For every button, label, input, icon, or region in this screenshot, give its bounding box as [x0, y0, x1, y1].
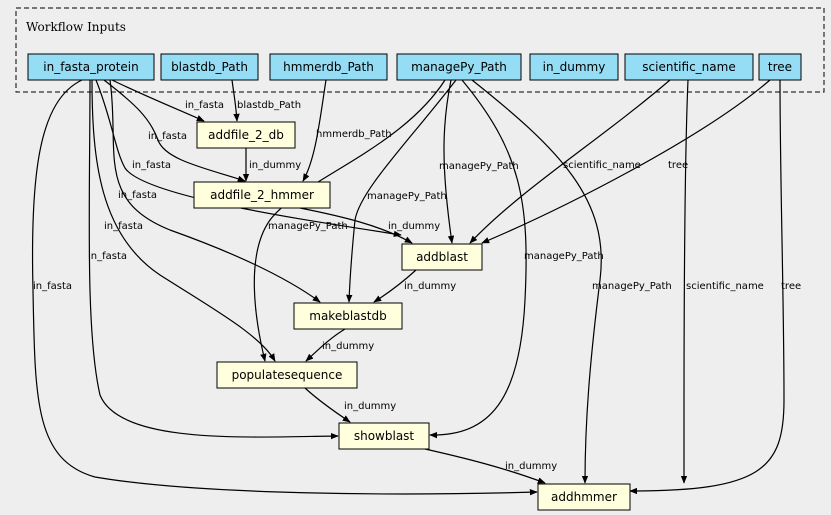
node-label: addhmmer: [551, 490, 617, 504]
input-node-blastdb-Path[interactable]: blastdb_Path: [160, 53, 259, 81]
edge-label: in_fasta: [185, 100, 224, 111]
cluster-label: Workflow Inputs: [26, 20, 126, 34]
node-box[interactable]: [537, 483, 631, 511]
edge-makeblastdb-to-populatesequence: [305, 328, 346, 362]
edge-populatesequence-to-showblast: [304, 387, 351, 423]
node-label: blastdb_Path: [171, 60, 248, 74]
edge-label: scientific_name: [686, 281, 764, 292]
node-label: addfile_2_hmmer: [210, 188, 314, 202]
edge-label: in_fasta: [33, 281, 72, 292]
edge-label: tree: [781, 281, 801, 292]
node-box[interactable]: [196, 121, 296, 149]
node-label: showblast: [354, 429, 415, 443]
edge-label: managePy_Path: [268, 221, 348, 232]
edge-managePy_Path-to-addblast: [443, 79, 455, 244]
edge-managePy_Path-to-showblast: [429, 79, 527, 439]
input-node-scientific-name[interactable]: scientific_name: [624, 53, 754, 81]
edge-managePy_Path-to-populatesequence: [253, 79, 446, 362]
edge-scientific_name-to-addblast: [469, 79, 671, 244]
step-node-addblast[interactable]: addblast: [401, 243, 483, 271]
node-box[interactable]: [396, 53, 522, 81]
input-node-managePy-Path[interactable]: managePy_Path: [396, 53, 522, 81]
node-box[interactable]: [293, 302, 403, 330]
node-box[interactable]: [27, 53, 155, 81]
edge-managePy_Path-to-addhmmer: [471, 79, 602, 484]
node-box[interactable]: [529, 53, 619, 81]
edge-label: managePy_Path: [439, 161, 519, 172]
edge-tree-to-addhmmer: [629, 79, 785, 495]
edge-label: in_fasta: [88, 251, 127, 262]
edge-label: hmmerdb_Path: [316, 129, 392, 140]
edge-in_fasta_protein-to-addfile_2_hmmer: [103, 79, 246, 182]
edge-in_fasta_protein-to-makeblastdb: [109, 79, 321, 303]
edge-label: managePy_Path: [367, 191, 447, 202]
step-node-addfile-2-hmmer[interactable]: addfile_2_hmmer: [193, 181, 331, 209]
edge-label: scientific_name: [563, 160, 641, 171]
node-label: in_dummy: [543, 60, 606, 74]
step-node-addhmmer[interactable]: addhmmer: [537, 483, 631, 511]
edge-in_fasta_protein-to-showblast: [88, 79, 339, 440]
node-box[interactable]: [338, 422, 430, 450]
edge-label: in_dummy: [322, 341, 374, 352]
edge-label: tree: [668, 160, 688, 171]
edge-label: blastdb_Path: [237, 100, 301, 111]
node-box[interactable]: [624, 53, 754, 81]
edge-in_fasta_protein-to-populatesequence: [91, 79, 276, 362]
input-node-in-dummy[interactable]: in_dummy: [529, 53, 619, 81]
input-node-tree[interactable]: tree: [758, 53, 802, 81]
node-box[interactable]: [193, 181, 331, 209]
node-label: hmmerdb_Path: [283, 60, 374, 74]
edge-label: managePy_Path: [524, 251, 604, 262]
input-node-in-fasta-protein[interactable]: in_fasta_protein: [27, 53, 155, 81]
edge-managePy_Path-to-makeblastdb: [346, 79, 457, 303]
edge-labels-layer: in_fasta blastdb_Path in_fasta in_dummy hmme…: [33, 100, 801, 472]
edge-addfile_2_hmmer-to-addblast: [299, 207, 413, 244]
node-box[interactable]: [401, 243, 483, 271]
step-node-populatesequence[interactable]: populatesequence: [216, 361, 358, 389]
step-node-showblast[interactable]: showblast: [338, 422, 430, 450]
node-label: scientific_name: [642, 60, 735, 74]
edge-in_fasta_protein-to-addblast: [95, 79, 402, 238]
edge-blastdb_Path-to-addfile_2_db: [231, 79, 240, 122]
input-node-hmmerdb-Path[interactable]: hmmerdb_Path: [269, 53, 388, 81]
edge-label: in_fasta: [104, 221, 143, 232]
edge-label: in_fasta: [148, 131, 187, 142]
edge-addblast-to-makeblastdb: [373, 269, 417, 303]
edge-label: in_dummy: [388, 221, 440, 232]
edge-label: in_fasta: [118, 190, 157, 201]
edge-label: in_fasta: [132, 160, 171, 171]
node-box[interactable]: [216, 361, 358, 389]
nodes-layer: in_fasta_protein blastdb_Path hmmerdb_Path…: [27, 53, 802, 511]
edge-label: managePy_Path: [592, 281, 672, 292]
edge-in_fasta_protein-to-addhmmer: [31, 79, 538, 496]
edge-in_fasta_protein-to-addfile_2_db: [111, 79, 205, 122]
edge-hmmerdb_Path-to-addfile_2_hmmer: [302, 79, 327, 182]
node-label: makeblastdb: [309, 309, 386, 323]
edges-layer: [31, 79, 785, 496]
node-label: in_fasta_protein: [43, 60, 138, 74]
edge-label: in_dummy: [505, 461, 557, 472]
node-box[interactable]: [269, 53, 388, 81]
node-box[interactable]: [758, 53, 802, 81]
edge-label: in_dummy: [344, 401, 396, 412]
node-label: addfile_2_db: [208, 128, 284, 142]
node-label: managePy_Path: [411, 60, 507, 74]
step-node-addfile-2-db[interactable]: addfile_2_db: [196, 121, 296, 149]
node-label: tree: [768, 60, 792, 74]
edge-showblast-to-addhmmer: [424, 448, 546, 484]
edge-tree-to-addblast: [481, 79, 771, 244]
edge-label: in_dummy: [249, 160, 301, 171]
node-box[interactable]: [160, 53, 259, 81]
edge-label: in_dummy: [404, 281, 456, 292]
node-label: populatesequence: [232, 368, 343, 382]
node-label: addblast: [416, 250, 468, 264]
workflow-inputs-cluster: [15, 7, 825, 93]
step-node-makeblastdb[interactable]: makeblastdb: [293, 302, 403, 330]
edge-scientific_name-to-addhmmer: [680, 79, 689, 484]
